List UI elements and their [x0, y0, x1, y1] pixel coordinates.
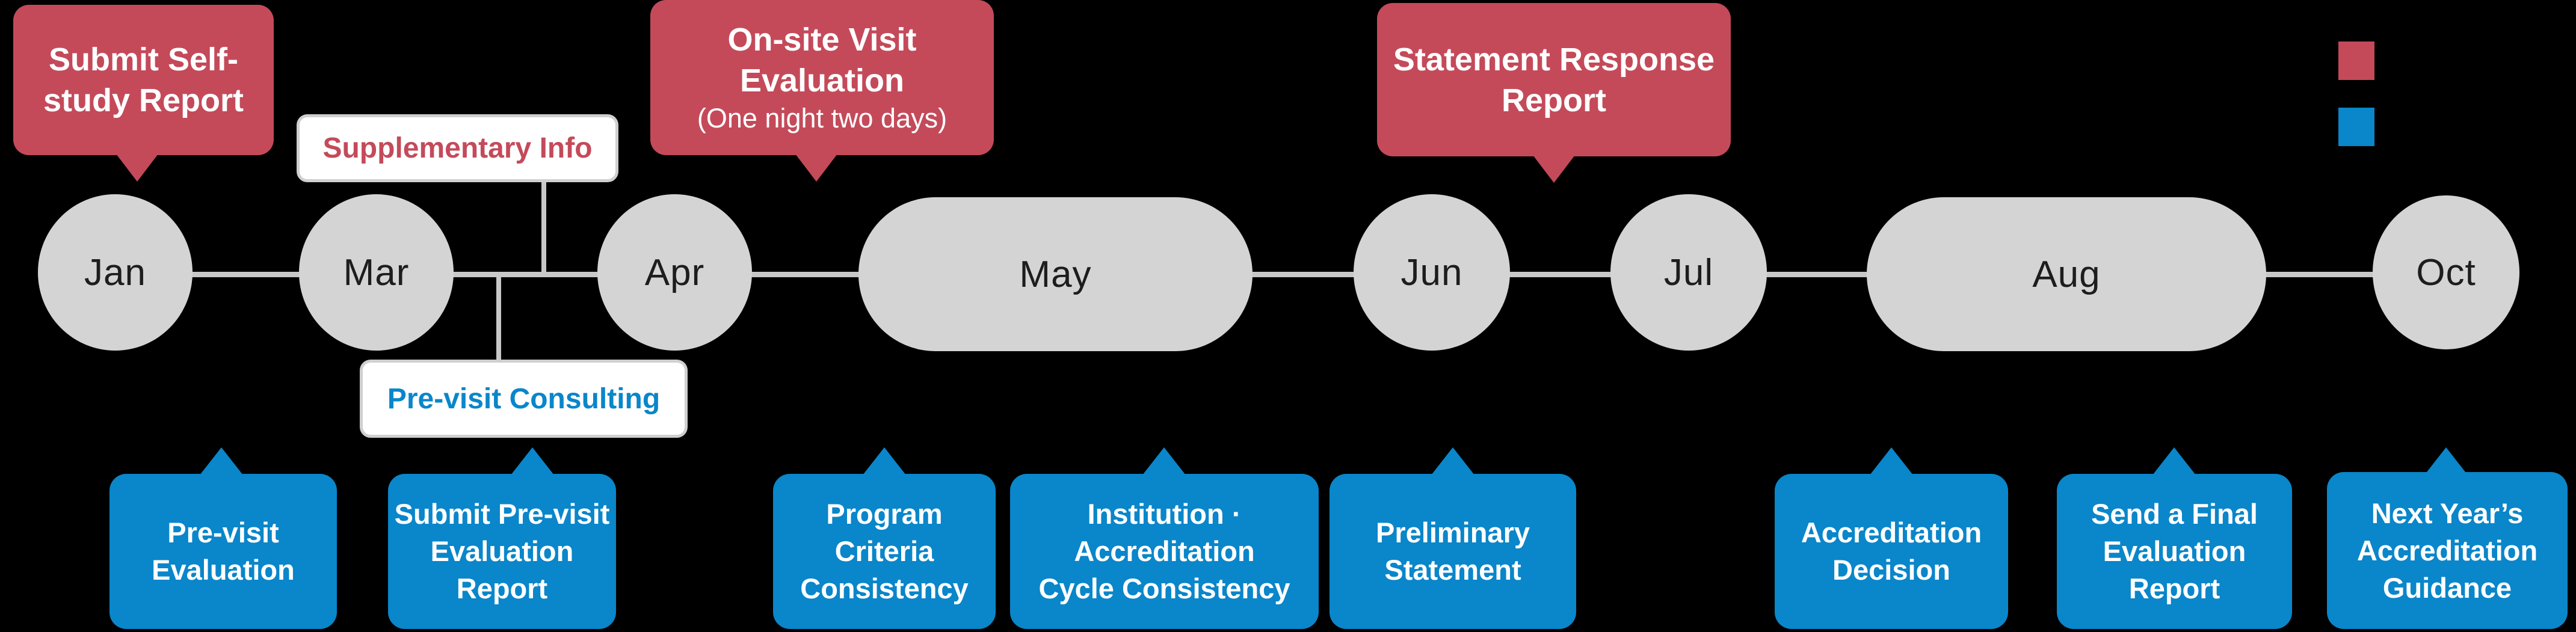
- task-line: Preliminary: [1375, 517, 1530, 548]
- timeline-node-oct: Oct: [2373, 195, 2519, 349]
- supplementary-info-connector: [541, 182, 546, 275]
- task-line: Submit Pre-visit: [394, 498, 610, 530]
- timeline-node-jun: Jun: [1354, 194, 1510, 351]
- timeline-node-mar: Mar: [299, 194, 454, 351]
- callout-line: Report: [1502, 82, 1606, 118]
- task-tail-up: [200, 447, 243, 475]
- task-line: Evaluation: [2103, 535, 2246, 567]
- task-line: Guidance: [2382, 571, 2512, 604]
- task-line: Cycle Consistency: [1038, 572, 1290, 604]
- task-line: Report: [2128, 572, 2220, 604]
- task-line: Evaluation: [430, 535, 574, 567]
- timeline-node-may: May: [858, 197, 1253, 351]
- callout-subtitle: (One night two days): [697, 103, 948, 133]
- task-line: Evaluation: [152, 554, 295, 586]
- task-tail-up: [511, 447, 554, 475]
- timeline-node-jul: Jul: [1610, 194, 1767, 351]
- month-label: Jan: [84, 251, 146, 293]
- month-label: Oct: [2416, 251, 2476, 293]
- callout-tail-down: [1533, 155, 1575, 183]
- month-label: Aug: [2032, 253, 2101, 295]
- month-label: Apr: [644, 251, 705, 293]
- task-line: Next Year’s: [2371, 497, 2524, 529]
- month-label: Jul: [1663, 251, 1714, 293]
- callout-statement-response-report: Statement Response Report: [1377, 3, 1731, 156]
- callout-line: Evaluation: [739, 63, 905, 99]
- task-line: Institution ·: [1087, 498, 1242, 530]
- task-program-criteria-consistency: Program Criteria Consistency: [773, 474, 996, 629]
- task-line: Decision: [1832, 554, 1950, 586]
- callout-tail-down: [116, 154, 158, 182]
- task-send-final-evaluation-report: Send a Final Evaluation Report: [2057, 474, 2292, 629]
- task-line: Consistency: [800, 572, 969, 604]
- task-previsit-evaluation: Pre-visit Evaluation: [109, 474, 337, 629]
- callout-line: Statement Response: [1393, 41, 1715, 78]
- task-line: Program: [826, 498, 943, 530]
- task-next-years-accreditation-guidance: Next Year’s Accreditation Guidance: [2327, 472, 2568, 629]
- task-tail-up: [1431, 447, 1474, 475]
- callout-line: On-site Visit: [727, 22, 917, 58]
- task-line: Send a Final: [2091, 498, 2258, 530]
- callout-line: study Report: [43, 82, 244, 118]
- task-preliminary-statement: Preliminary Statement: [1330, 474, 1576, 629]
- task-institution-accreditation-cycle-consistency: Institution · Accreditation Cycle Consis…: [1010, 474, 1319, 629]
- task-tail-up: [2424, 447, 2468, 475]
- task-tail-up: [1142, 447, 1186, 475]
- callout-submit-self-study-report: Submit Self- study Report: [13, 5, 274, 155]
- info-box-label: Supplementary Info: [322, 132, 593, 164]
- callout-tail-down: [795, 154, 837, 182]
- task-line: Pre-visit: [167, 517, 279, 548]
- task-line: Report: [456, 572, 548, 604]
- task-line: Accreditation: [2356, 534, 2538, 566]
- task-line: Statement: [1384, 554, 1521, 586]
- task-submit-previsit-evaluation-report: Submit Pre-visit Evaluation Report: [388, 474, 616, 629]
- month-label: May: [1019, 253, 1092, 295]
- info-box-label: Pre-visit Consulting: [387, 382, 661, 415]
- timeline-line: [115, 272, 2446, 277]
- previsit-consulting-connector: [496, 275, 501, 362]
- timeline-node-aug: Aug: [1867, 197, 2266, 351]
- task-line: Criteria: [834, 535, 934, 567]
- month-label: Mar: [343, 251, 410, 293]
- legend-blue-swatch: [2338, 108, 2374, 146]
- info-box-previsit-consulting: Pre-visit Consulting: [360, 360, 688, 438]
- task-accreditation-decision: Accreditation Decision: [1775, 474, 2008, 629]
- task-tail-up: [2152, 447, 2196, 475]
- timeline-node-jan: Jan: [38, 194, 193, 351]
- task-tail-up: [863, 447, 906, 475]
- info-box-supplementary-info: Supplementary Info: [297, 114, 618, 182]
- callout-onsite-visit-evaluation: On-site Visit Evaluation (One night two …: [650, 0, 994, 155]
- task-line: Accreditation: [1801, 517, 1982, 548]
- timeline-node-apr: Apr: [597, 194, 752, 351]
- task-tail-up: [1870, 447, 1913, 475]
- callout-line: Submit Self-: [48, 41, 238, 78]
- task-line: Accreditation: [1074, 535, 1255, 567]
- legend-red-swatch: [2338, 41, 2374, 80]
- month-label: Jun: [1400, 251, 1463, 293]
